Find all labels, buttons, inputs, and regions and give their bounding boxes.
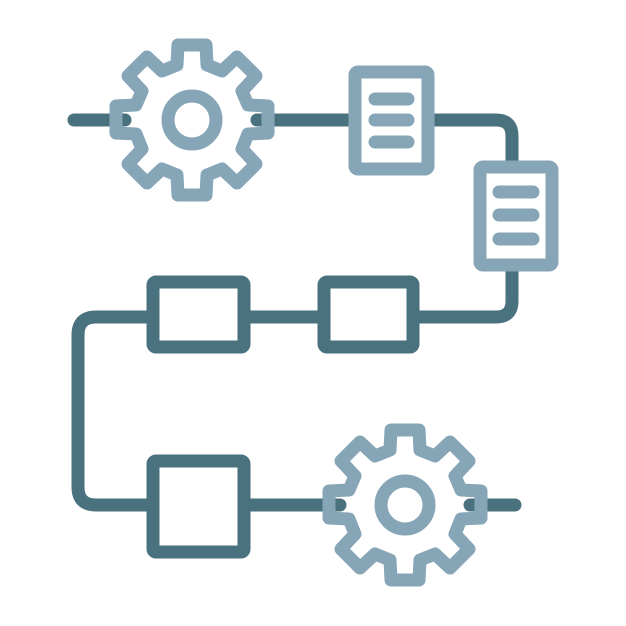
- document-page: [348, 65, 435, 176]
- box-icon: [146, 275, 251, 354]
- box-icon: [146, 454, 251, 559]
- gear-icon-hub: [374, 474, 436, 536]
- box-icon: [317, 275, 420, 354]
- gear-icon-outline: [322, 423, 488, 587]
- document-icon: [348, 65, 435, 176]
- gear-icon-outline: [109, 38, 275, 202]
- gear-icon-hub: [161, 89, 223, 151]
- connector-line-middle: [71, 264, 519, 512]
- document-page: [473, 160, 559, 272]
- process-boxes: [146, 275, 420, 559]
- gear-icon: [109, 38, 275, 202]
- document-icon: [473, 160, 559, 272]
- gear-icon: [322, 423, 488, 587]
